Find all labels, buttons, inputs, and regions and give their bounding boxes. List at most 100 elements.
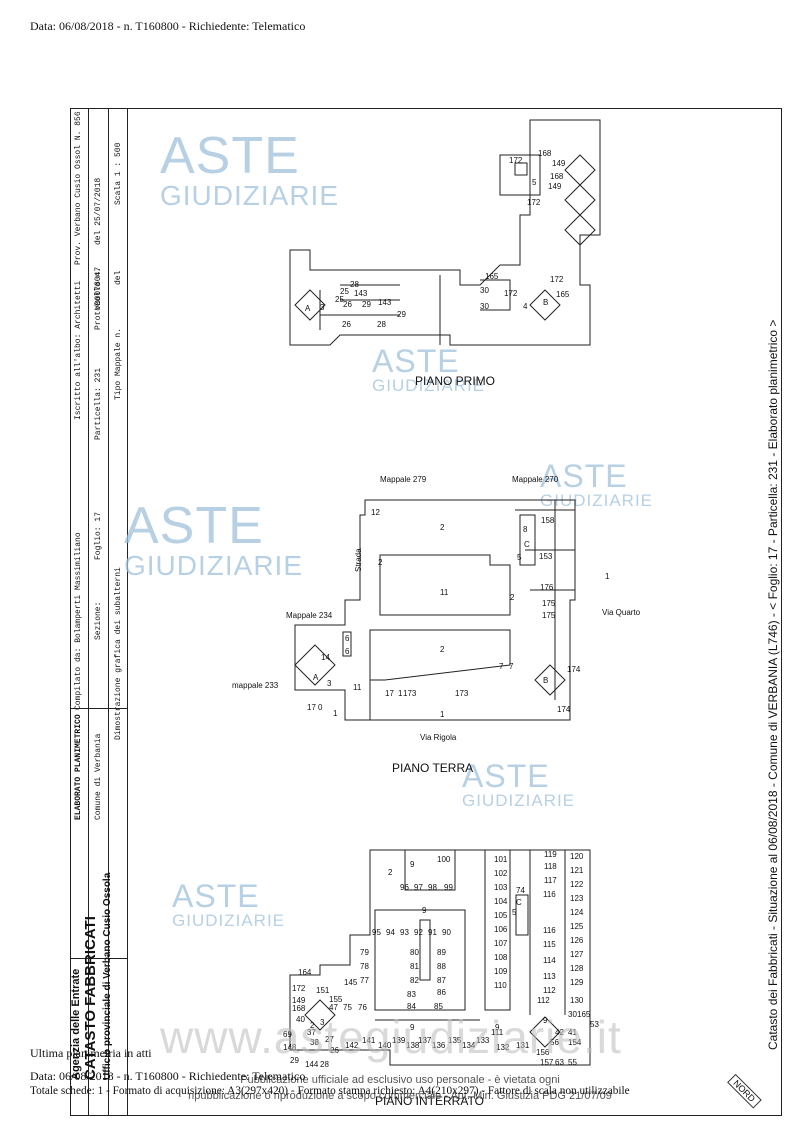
svg-text:148: 148 bbox=[283, 1043, 297, 1052]
svg-text:2: 2 bbox=[510, 593, 515, 602]
particella-text: Particella: 231 bbox=[94, 367, 103, 440]
svg-text:149: 149 bbox=[548, 182, 562, 191]
svg-text:25: 25 bbox=[335, 295, 344, 304]
svg-text:75: 75 bbox=[343, 1003, 352, 1012]
svg-text:173: 173 bbox=[403, 689, 417, 698]
svg-text:140: 140 bbox=[378, 1041, 392, 1050]
svg-text:172: 172 bbox=[509, 156, 523, 165]
svg-text:120: 120 bbox=[570, 852, 584, 861]
svg-text:172: 172 bbox=[550, 275, 564, 284]
svg-text:126: 126 bbox=[570, 936, 584, 945]
svg-text:1: 1 bbox=[605, 572, 610, 581]
notice-line-1: Pubblicazione ufficiale ad esclusivo uso… bbox=[240, 1074, 560, 1086]
svg-text:90: 90 bbox=[442, 928, 451, 937]
svg-text:41: 41 bbox=[568, 1028, 577, 1037]
svg-text:0: 0 bbox=[318, 703, 323, 712]
svg-text:83: 83 bbox=[407, 990, 416, 999]
header-line: Data: 06/08/2018 - n. T160800 - Richiede… bbox=[30, 19, 306, 33]
svg-text:6: 6 bbox=[345, 634, 350, 643]
svg-text:86: 86 bbox=[437, 988, 446, 997]
svg-text:28: 28 bbox=[320, 1060, 329, 1069]
svg-text:17: 17 bbox=[307, 703, 316, 712]
svg-text:30: 30 bbox=[568, 1010, 577, 1019]
svg-text:175: 175 bbox=[542, 599, 556, 608]
svg-text:172: 172 bbox=[292, 984, 306, 993]
svg-text:130: 130 bbox=[570, 996, 584, 1005]
notice-line-2: ripubblicazione o riproduzione a scopo c… bbox=[188, 1090, 612, 1102]
svg-text:1: 1 bbox=[398, 689, 403, 698]
svg-text:A: A bbox=[305, 304, 311, 313]
label-mappale-270: Mappale 270 bbox=[512, 475, 559, 484]
svg-text:93: 93 bbox=[400, 928, 409, 937]
svg-text:2: 2 bbox=[388, 868, 393, 877]
svg-text:6: 6 bbox=[345, 647, 350, 656]
svg-text:89: 89 bbox=[437, 948, 446, 957]
svg-text:156: 156 bbox=[536, 1048, 550, 1057]
svg-text:2: 2 bbox=[378, 558, 383, 567]
svg-text:9: 9 bbox=[495, 1023, 500, 1032]
svg-text:112: 112 bbox=[537, 996, 550, 1005]
svg-text:42: 42 bbox=[555, 1028, 564, 1037]
svg-text:3: 3 bbox=[320, 1018, 325, 1027]
svg-text:5: 5 bbox=[532, 178, 537, 187]
svg-text:79: 79 bbox=[360, 948, 369, 957]
svg-text:175: 175 bbox=[542, 611, 556, 620]
svg-text:137: 137 bbox=[418, 1036, 432, 1045]
watermark-site: www.astegiudiziarie.it bbox=[160, 1011, 622, 1063]
svg-text:12: 12 bbox=[371, 508, 380, 517]
title-elaborato: ELABORATO PLANIMETRICO bbox=[74, 714, 83, 820]
svg-text:26: 26 bbox=[342, 320, 351, 329]
svg-text:121: 121 bbox=[570, 866, 584, 875]
svg-text:11: 11 bbox=[353, 683, 362, 692]
svg-text:168: 168 bbox=[550, 172, 564, 181]
svg-text:2: 2 bbox=[440, 523, 445, 532]
svg-text:91: 91 bbox=[428, 928, 437, 937]
svg-text:164: 164 bbox=[298, 968, 312, 977]
protocollo-number: VB0078047 bbox=[94, 266, 103, 310]
sezione-text: Sezione: bbox=[94, 601, 103, 640]
svg-text:28: 28 bbox=[350, 280, 359, 289]
svg-text:9: 9 bbox=[410, 1023, 415, 1032]
svg-text:14: 14 bbox=[321, 653, 330, 662]
svg-text:149: 149 bbox=[552, 159, 566, 168]
svg-text:26: 26 bbox=[343, 300, 352, 309]
svg-text:114: 114 bbox=[543, 956, 556, 965]
svg-text:172: 172 bbox=[527, 198, 541, 207]
svg-text:29: 29 bbox=[362, 300, 371, 309]
label-via-rigola: Via Rigola bbox=[420, 733, 457, 742]
svg-text:113: 113 bbox=[543, 972, 556, 981]
protocollo-date: del 25/07/2018 bbox=[94, 177, 103, 245]
svg-text:99: 99 bbox=[444, 883, 453, 892]
svg-text:165: 165 bbox=[485, 272, 499, 281]
svg-text:B: B bbox=[543, 298, 548, 307]
svg-text:173: 173 bbox=[455, 689, 469, 698]
svg-text:C: C bbox=[524, 540, 530, 549]
floor-title-primo: PIANO PRIMO bbox=[415, 374, 496, 388]
svg-text:9: 9 bbox=[410, 860, 415, 869]
svg-text:80: 80 bbox=[410, 948, 419, 957]
svg-text:92: 92 bbox=[414, 928, 423, 937]
svg-text:27: 27 bbox=[325, 1035, 334, 1044]
footer-totale: Totale schede: 1 - Formato di acquisizio… bbox=[30, 1085, 630, 1097]
footer-ultima: Ultima planimetria in atti bbox=[30, 1046, 152, 1060]
svg-text:135: 135 bbox=[448, 1036, 462, 1045]
svg-text:116: 116 bbox=[543, 890, 556, 899]
svg-text:134: 134 bbox=[462, 1041, 476, 1050]
svg-text:9: 9 bbox=[543, 1016, 548, 1025]
svg-text:38: 38 bbox=[310, 1038, 319, 1047]
svg-text:94: 94 bbox=[386, 928, 395, 937]
footer-data: Data: 06/08/2018 - n. T160800 - Richiede… bbox=[30, 1069, 306, 1083]
svg-text:110: 110 bbox=[494, 981, 507, 990]
svg-text:155: 155 bbox=[329, 995, 343, 1004]
svg-text:172: 172 bbox=[504, 289, 518, 298]
svg-text:145: 145 bbox=[344, 978, 358, 987]
svg-text:88: 88 bbox=[437, 962, 446, 971]
svg-text:29: 29 bbox=[290, 1056, 299, 1065]
svg-text:141: 141 bbox=[362, 1036, 376, 1045]
svg-text:3: 3 bbox=[327, 679, 332, 688]
comune-text: Comune di Verbania bbox=[94, 733, 103, 820]
